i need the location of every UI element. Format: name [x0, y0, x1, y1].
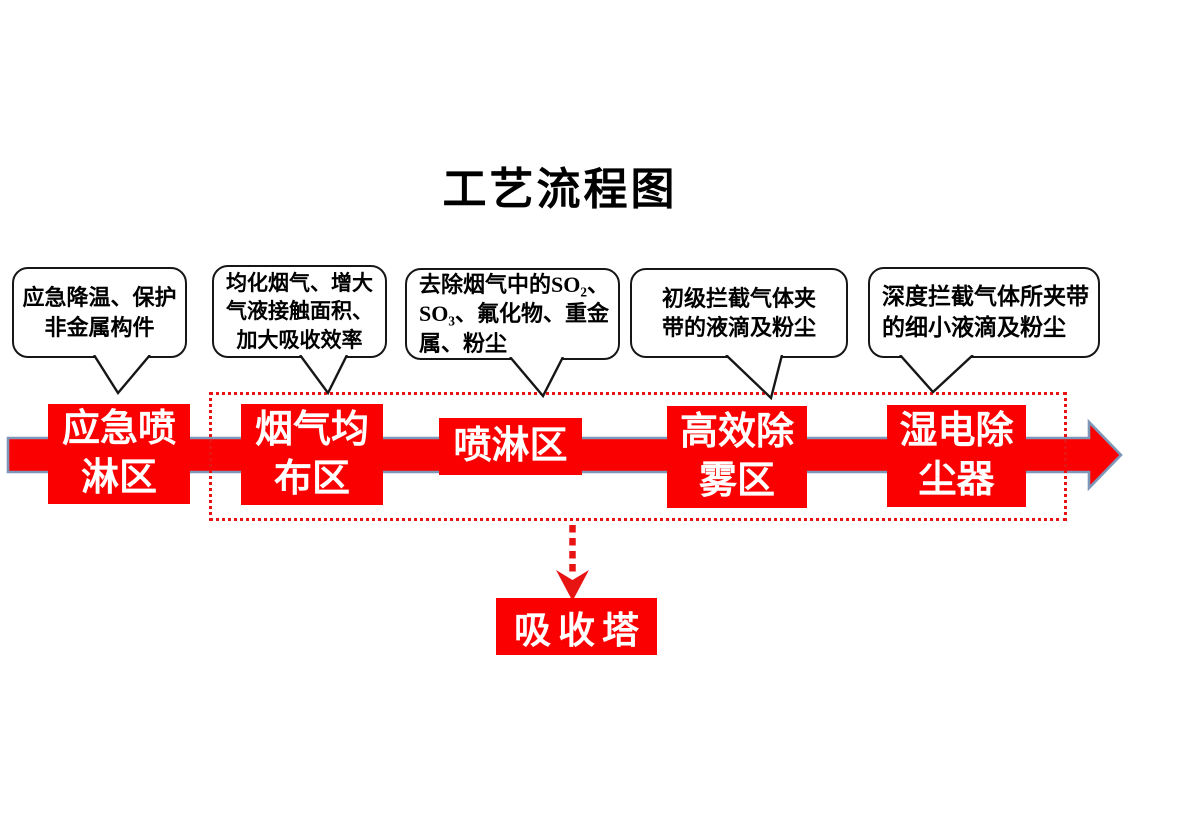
- stage-label-line: 淋区: [80, 457, 157, 499]
- callout-primary-droplet-capture: 初级拦截气体夹 带的液滴及粉尘: [630, 268, 848, 358]
- callout-tail-icon: [299, 355, 349, 396]
- stage-high-efficiency-demist-zone: 高效除 雾区: [667, 406, 807, 508]
- callout-text-line: 加大吸收效率: [236, 327, 363, 352]
- stage-label-line: 尘器: [918, 459, 995, 501]
- stage-label-line: 布区: [273, 457, 350, 500]
- callout-text-line: SO₃、氟化物、重金: [419, 301, 609, 327]
- callout-pollutant-removal: 去除烟气中的SO₂、 SO₃、氟化物、重金 属、粉尘: [405, 268, 620, 360]
- callout-tail-icon: [509, 357, 565, 399]
- callout-text-line: 均化烟气、增大: [226, 271, 373, 296]
- callout-tail-icon: [725, 355, 784, 401]
- stage-label-line: 湿电除: [899, 410, 1014, 453]
- absorber-zones-outline: [209, 392, 1067, 521]
- stage-label-line: 高效除: [679, 411, 794, 454]
- stage-label-line: 喷淋区: [453, 425, 568, 468]
- callout-text-line: 属、粉尘: [419, 330, 508, 356]
- callout-text-line: 初级拦截气体夹: [661, 285, 816, 311]
- callout-emergency-cooling: 应急降温、保护 非金属构件: [12, 267, 187, 358]
- absorber-tower-box: 吸收塔: [496, 598, 657, 655]
- callout-deep-droplet-capture: 深度拦截气体所夹带 的细小液滴及粉尘: [868, 267, 1100, 358]
- callout-gas-homogenize: 均化烟气、增大 气液接触面积、 加大吸收效率: [212, 265, 387, 358]
- callout-text-line: 深度拦截气体所夹带: [882, 283, 1089, 309]
- callout-text-line: 非金属构件: [44, 314, 155, 340]
- callout-text-line: 去除烟气中的SO₂、: [419, 271, 609, 297]
- stage-label-line: 应急喷: [61, 408, 176, 451]
- callout-text-line: 的细小液滴及粉尘: [882, 314, 1066, 340]
- stage-label-line: 烟气均: [254, 408, 369, 451]
- callout-tail-icon: [899, 355, 974, 394]
- stage-wet-esp: 湿电除 尘器: [887, 405, 1026, 507]
- callout-text-line: 气液接触面积、: [226, 299, 373, 324]
- callout-text-line: 带的液滴及粉尘: [661, 315, 816, 340]
- stage-spray-zone: 喷淋区: [439, 418, 582, 475]
- stage-label-line: 雾区: [698, 460, 775, 502]
- callout-text-line: 应急降温、保护: [22, 285, 177, 311]
- page-title: 工艺流程图: [442, 165, 678, 214]
- stage-emergency-spray-zone: 应急喷 淋区: [48, 404, 190, 504]
- callout-tail-icon: [92, 355, 151, 396]
- down-arrow-icon: [556, 525, 589, 601]
- stage-gas-distribution-zone: 烟气均 布区: [241, 404, 383, 505]
